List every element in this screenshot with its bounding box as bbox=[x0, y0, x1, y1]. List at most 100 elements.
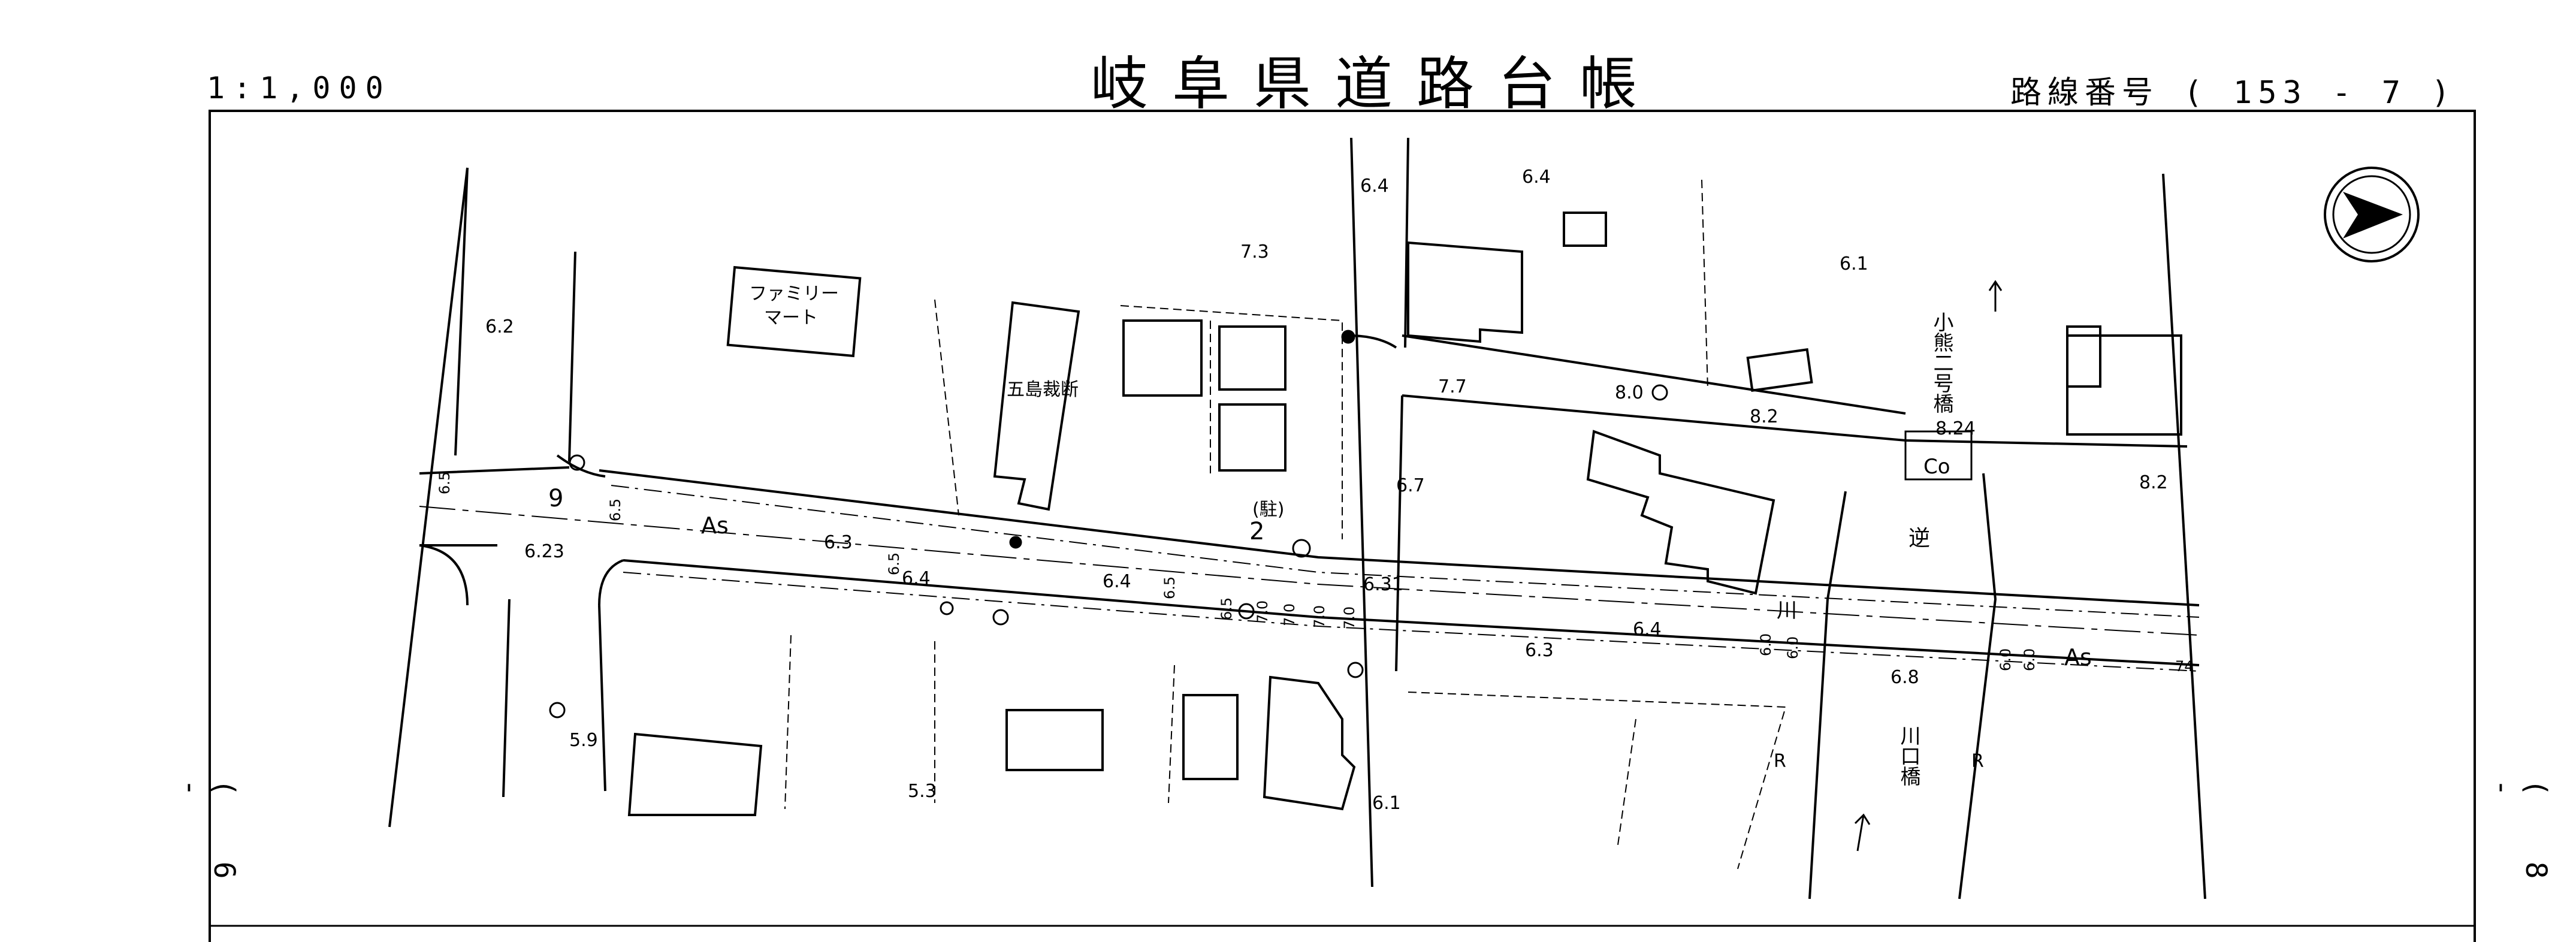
elev-5: 6.2 bbox=[485, 316, 514, 337]
center-road-west bbox=[1350, 137, 1373, 887]
north-arrow-icon bbox=[2324, 167, 2420, 262]
width-11: 6.0 bbox=[1784, 636, 1801, 659]
manhole-icon bbox=[1347, 662, 1364, 678]
road-co: Co bbox=[1923, 455, 1950, 479]
west-map-edge bbox=[388, 167, 469, 828]
elev-18: 6.3 bbox=[1525, 640, 1554, 661]
main-road-north-edge bbox=[599, 469, 2200, 606]
building-familymart bbox=[726, 265, 862, 358]
building-2 bbox=[1218, 325, 1287, 391]
road-r1: R bbox=[1774, 751, 1786, 772]
road-as-left: As bbox=[701, 512, 729, 539]
elev-20: 74 bbox=[2175, 658, 2194, 675]
map-frame bbox=[209, 110, 2476, 942]
bridge-top bbox=[1904, 430, 1973, 481]
width-3: 6.5 bbox=[886, 552, 902, 575]
width-2: 6.5 bbox=[607, 499, 624, 521]
building-small-2 bbox=[1746, 348, 1813, 392]
elev-22: 5.3 bbox=[908, 781, 937, 802]
road-num-9: 9 bbox=[548, 485, 563, 512]
utility-pole-icon bbox=[1009, 536, 1022, 549]
elev-7: 8.0 bbox=[1615, 382, 1644, 403]
building-south-1 bbox=[1005, 709, 1104, 771]
building-south-2 bbox=[1182, 694, 1239, 780]
manhole-icon bbox=[1238, 603, 1255, 620]
main-road-north-line bbox=[611, 485, 2200, 618]
river-label: 川 bbox=[1777, 599, 1797, 623]
elev-13: 6.3 bbox=[824, 532, 853, 553]
route-number: 路線番号 ( 153 - 7 ) bbox=[2010, 75, 2456, 111]
bridge-bottom-name: 川口橋 bbox=[1896, 725, 1920, 786]
elev-16: 6.31 bbox=[1363, 574, 1403, 595]
elev-11: 8.2 bbox=[2139, 472, 2168, 493]
arrow-up-icon bbox=[1988, 280, 2003, 312]
bridge-label-mark: 逆 bbox=[1908, 526, 1930, 551]
width-10: 6.0 bbox=[1757, 633, 1774, 656]
manhole-icon bbox=[1651, 384, 1668, 401]
elev-12: 6.23 bbox=[524, 541, 564, 562]
utility-pole-icon bbox=[1341, 330, 1355, 344]
elev-15: 6.4 bbox=[1103, 571, 1131, 592]
elev-3: 7.3 bbox=[1240, 241, 1269, 262]
place-goshima: 五島裁断 bbox=[1007, 379, 1079, 400]
sheet-index-left: ( 6 - bbox=[174, 779, 241, 903]
elev-4: 6.1 bbox=[1840, 253, 1868, 274]
road-num-2: 2 bbox=[1249, 518, 1264, 545]
page-title: 岐阜県道路台帳 bbox=[1091, 50, 1661, 117]
elev-10: 6.7 bbox=[1396, 475, 1425, 496]
width-5: 6.5 bbox=[1218, 597, 1235, 620]
manhole-icon bbox=[940, 601, 954, 615]
cross-road-left-3 bbox=[598, 605, 606, 792]
elev-9: 8.24 bbox=[1935, 418, 1976, 439]
west-curve-south bbox=[598, 559, 624, 606]
elev-2: 6.4 bbox=[1522, 167, 1551, 188]
cross-road-left-1 bbox=[454, 167, 511, 798]
center-road-east bbox=[1395, 137, 1409, 672]
east-map-edge bbox=[2162, 173, 2206, 899]
elev-23: 6.1 bbox=[1372, 793, 1401, 814]
elev-17: 6.4 bbox=[1633, 619, 1662, 640]
manhole-icon bbox=[549, 702, 566, 718]
river-bank-west bbox=[1808, 491, 1847, 899]
place-familymart-1: ファミリー bbox=[749, 283, 839, 304]
north-road-edge-1 bbox=[1402, 394, 2188, 448]
river-bank-east bbox=[1958, 473, 1997, 899]
elev-6: 7.7 bbox=[1438, 376, 1467, 397]
width-1: 6.5 bbox=[436, 472, 453, 494]
arrow-up-icon bbox=[1854, 813, 1871, 852]
north-road-edge-3 bbox=[1402, 334, 1906, 415]
width-7: 7.0 bbox=[1281, 603, 1298, 626]
width-9: 7.0 bbox=[1341, 606, 1358, 629]
main-road-south-edge bbox=[623, 559, 2200, 666]
building-south-4 bbox=[627, 732, 763, 816]
north-road-edge-2 bbox=[1348, 334, 1397, 349]
cross-road-left-2 bbox=[568, 251, 576, 462]
width-6: 7.0 bbox=[1254, 600, 1271, 623]
building-complex bbox=[1586, 430, 1775, 595]
west-road-edge bbox=[419, 466, 570, 547]
map-scale: 1:1,000 bbox=[207, 71, 392, 105]
elev-21: 5.9 bbox=[569, 730, 598, 751]
width-8: 7.0 bbox=[1311, 605, 1328, 628]
width-13: 6.0 bbox=[2021, 648, 2038, 671]
building-east-2 bbox=[2066, 334, 2182, 436]
place-familymart-2: マート bbox=[764, 307, 818, 328]
place-parking: (駐) bbox=[1252, 499, 1284, 520]
manhole-icon bbox=[1292, 539, 1311, 558]
manhole-icon bbox=[569, 454, 585, 471]
elev-19: 6.8 bbox=[1891, 667, 1919, 688]
road-r2: R bbox=[1971, 751, 1984, 772]
building-small-1 bbox=[1563, 212, 1607, 247]
west-curve-sw bbox=[419, 544, 469, 606]
west-curve-north bbox=[556, 454, 606, 478]
elev-14: 6.4 bbox=[902, 568, 931, 589]
elev-8: 8.2 bbox=[1750, 406, 1778, 427]
elev-1: 6.4 bbox=[1360, 176, 1389, 197]
building-1 bbox=[1122, 319, 1203, 397]
building-north-1 bbox=[1407, 241, 1523, 343]
width-12: 6.0 bbox=[1997, 648, 2014, 671]
width-4: 6.5 bbox=[1161, 576, 1178, 599]
main-road-centerline bbox=[419, 506, 2200, 636]
building-goshima bbox=[993, 301, 1080, 511]
